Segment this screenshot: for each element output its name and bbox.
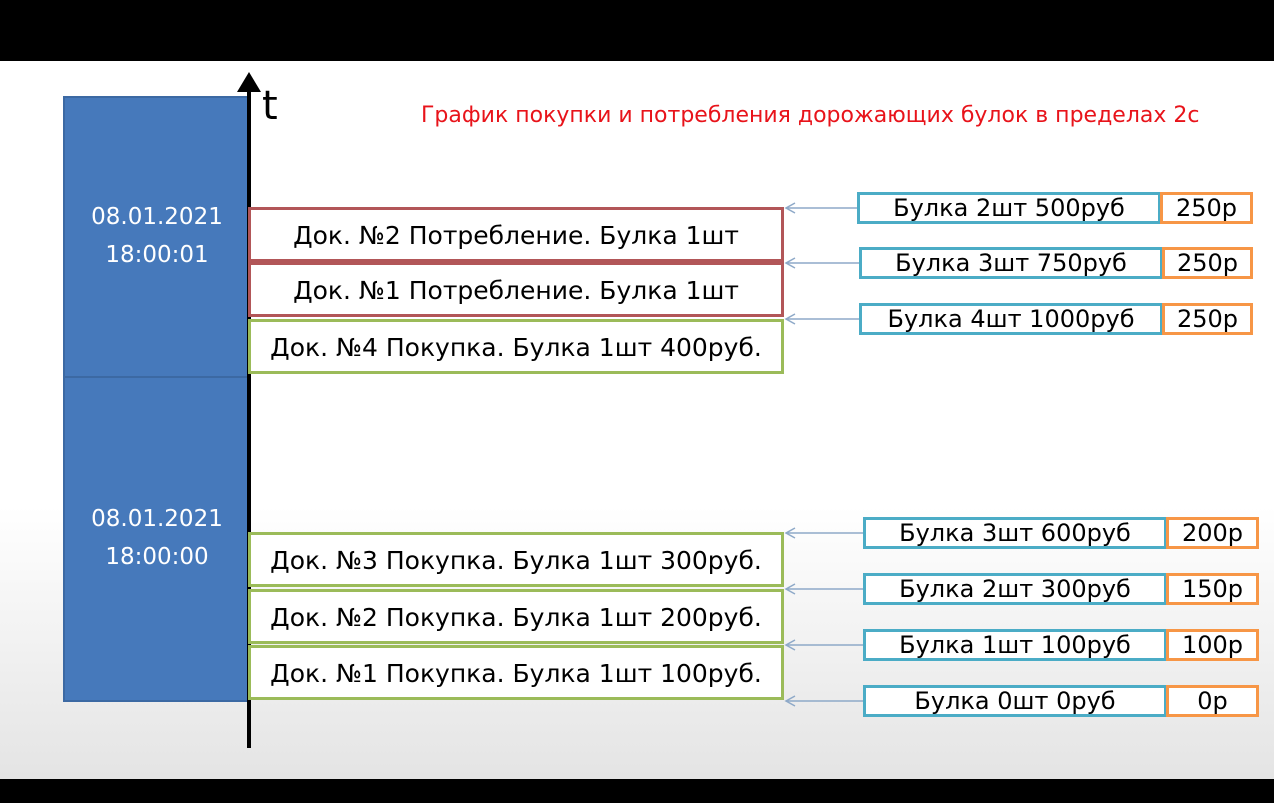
arrowhead-icon (784, 639, 796, 651)
unit-price: 100р (1166, 629, 1259, 661)
time-block-time: 18:00:00 (105, 544, 209, 570)
unit-price: 200р (1166, 517, 1259, 549)
time-block-date: 08.01.2021 (91, 506, 223, 532)
stock-state: Булка 4шт 1000руб (859, 303, 1163, 335)
axis-arrow-icon (237, 72, 261, 92)
document-row: Док. №4 Покупка. Булка 1шт 400руб. (248, 319, 784, 374)
time-block-time: 18:00:01 (105, 242, 209, 268)
arrowhead-icon (784, 695, 796, 707)
time-block-upper: 08.01.2021 18:00:01 (63, 96, 251, 378)
unit-price: 150р (1166, 573, 1259, 605)
unit-price: 250р (1162, 303, 1253, 335)
time-axis (247, 80, 251, 748)
stock-state: Булка 0шт 0руб (863, 685, 1167, 717)
time-block-lower: 08.01.2021 18:00:00 (63, 376, 251, 702)
axis-label: t (262, 83, 278, 129)
unit-price: 250р (1162, 247, 1253, 279)
stock-state: Булка 1шт 100руб (863, 629, 1167, 661)
stock-state: Булка 3шт 600руб (863, 517, 1167, 549)
document-row: Док. №2 Потребление. Булка 1шт (248, 207, 784, 262)
arrowhead-icon (784, 202, 796, 214)
arrowhead-icon (784, 257, 796, 269)
arrowhead-icon (784, 313, 796, 325)
diagram-title: График покупки и потребления дорожающих … (421, 103, 1200, 128)
stock-state: Булка 3шт 750руб (859, 247, 1163, 279)
stock-state: Булка 2шт 500руб (857, 192, 1161, 224)
arrowhead-icon (784, 583, 796, 595)
unit-price: 0р (1166, 685, 1259, 717)
document-row: Док. №2 Покупка. Булка 1шт 200руб. (248, 589, 784, 644)
arrowhead-icon (784, 527, 796, 539)
stock-state: Булка 2шт 300руб (863, 573, 1167, 605)
unit-price: 250р (1160, 192, 1253, 224)
document-row: Док. №3 Покупка. Булка 1шт 300руб. (248, 532, 784, 587)
time-block-date: 08.01.2021 (91, 204, 223, 230)
document-row: Док. №1 Потребление. Булка 1шт (248, 262, 784, 317)
document-row: Док. №1 Покупка. Булка 1шт 100руб. (248, 645, 784, 700)
